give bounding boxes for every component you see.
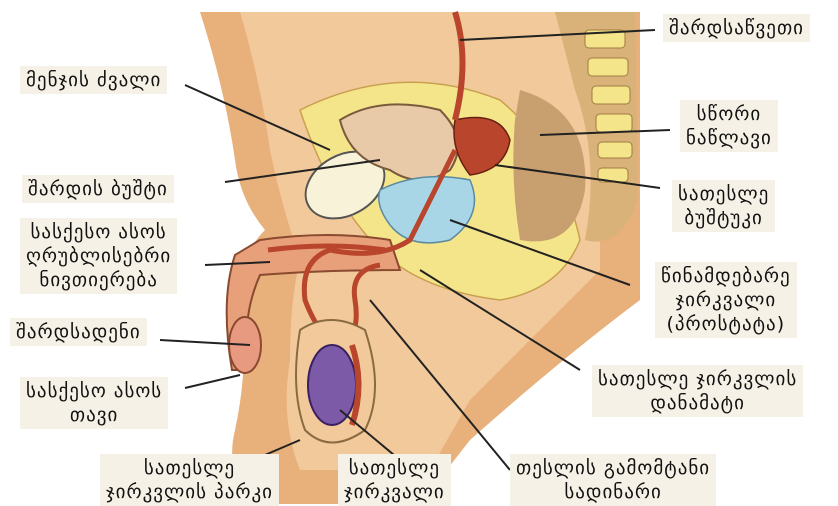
- label-prostate: წინამდებარე ჯირკვალი (პროსტატა): [655, 262, 797, 338]
- label-bladder: შარდის ბუშტი: [22, 175, 174, 203]
- testis: [308, 345, 356, 425]
- label-ejaculatory-duct: სათესლე ჯირკვლის დანამატი: [592, 365, 803, 417]
- label-ureter: შარდსაწვეთი: [663, 14, 810, 42]
- label-seminal-vesicle: სათესლე ბუშტუკი: [672, 180, 775, 232]
- label-testis: სათესლე ჯირკვალი: [338, 454, 451, 506]
- label-scrotum: სათესლე ჯირკვლის პარკი: [100, 454, 279, 506]
- label-vas-deferens: თესლის გამომტანი სადინარი: [510, 454, 716, 506]
- label-pubic-bone: მენჯის ძვალი: [20, 66, 167, 94]
- label-corpus-cavernosum: სასქესო ასოს ღრუბლისებრი ნივთიერება: [20, 218, 177, 294]
- label-rectum: სწორი ნაწლავი: [680, 100, 778, 152]
- label-glans: სასქესო ასოს თავი: [20, 377, 168, 429]
- label-urethra: შარდსადენი: [10, 318, 147, 346]
